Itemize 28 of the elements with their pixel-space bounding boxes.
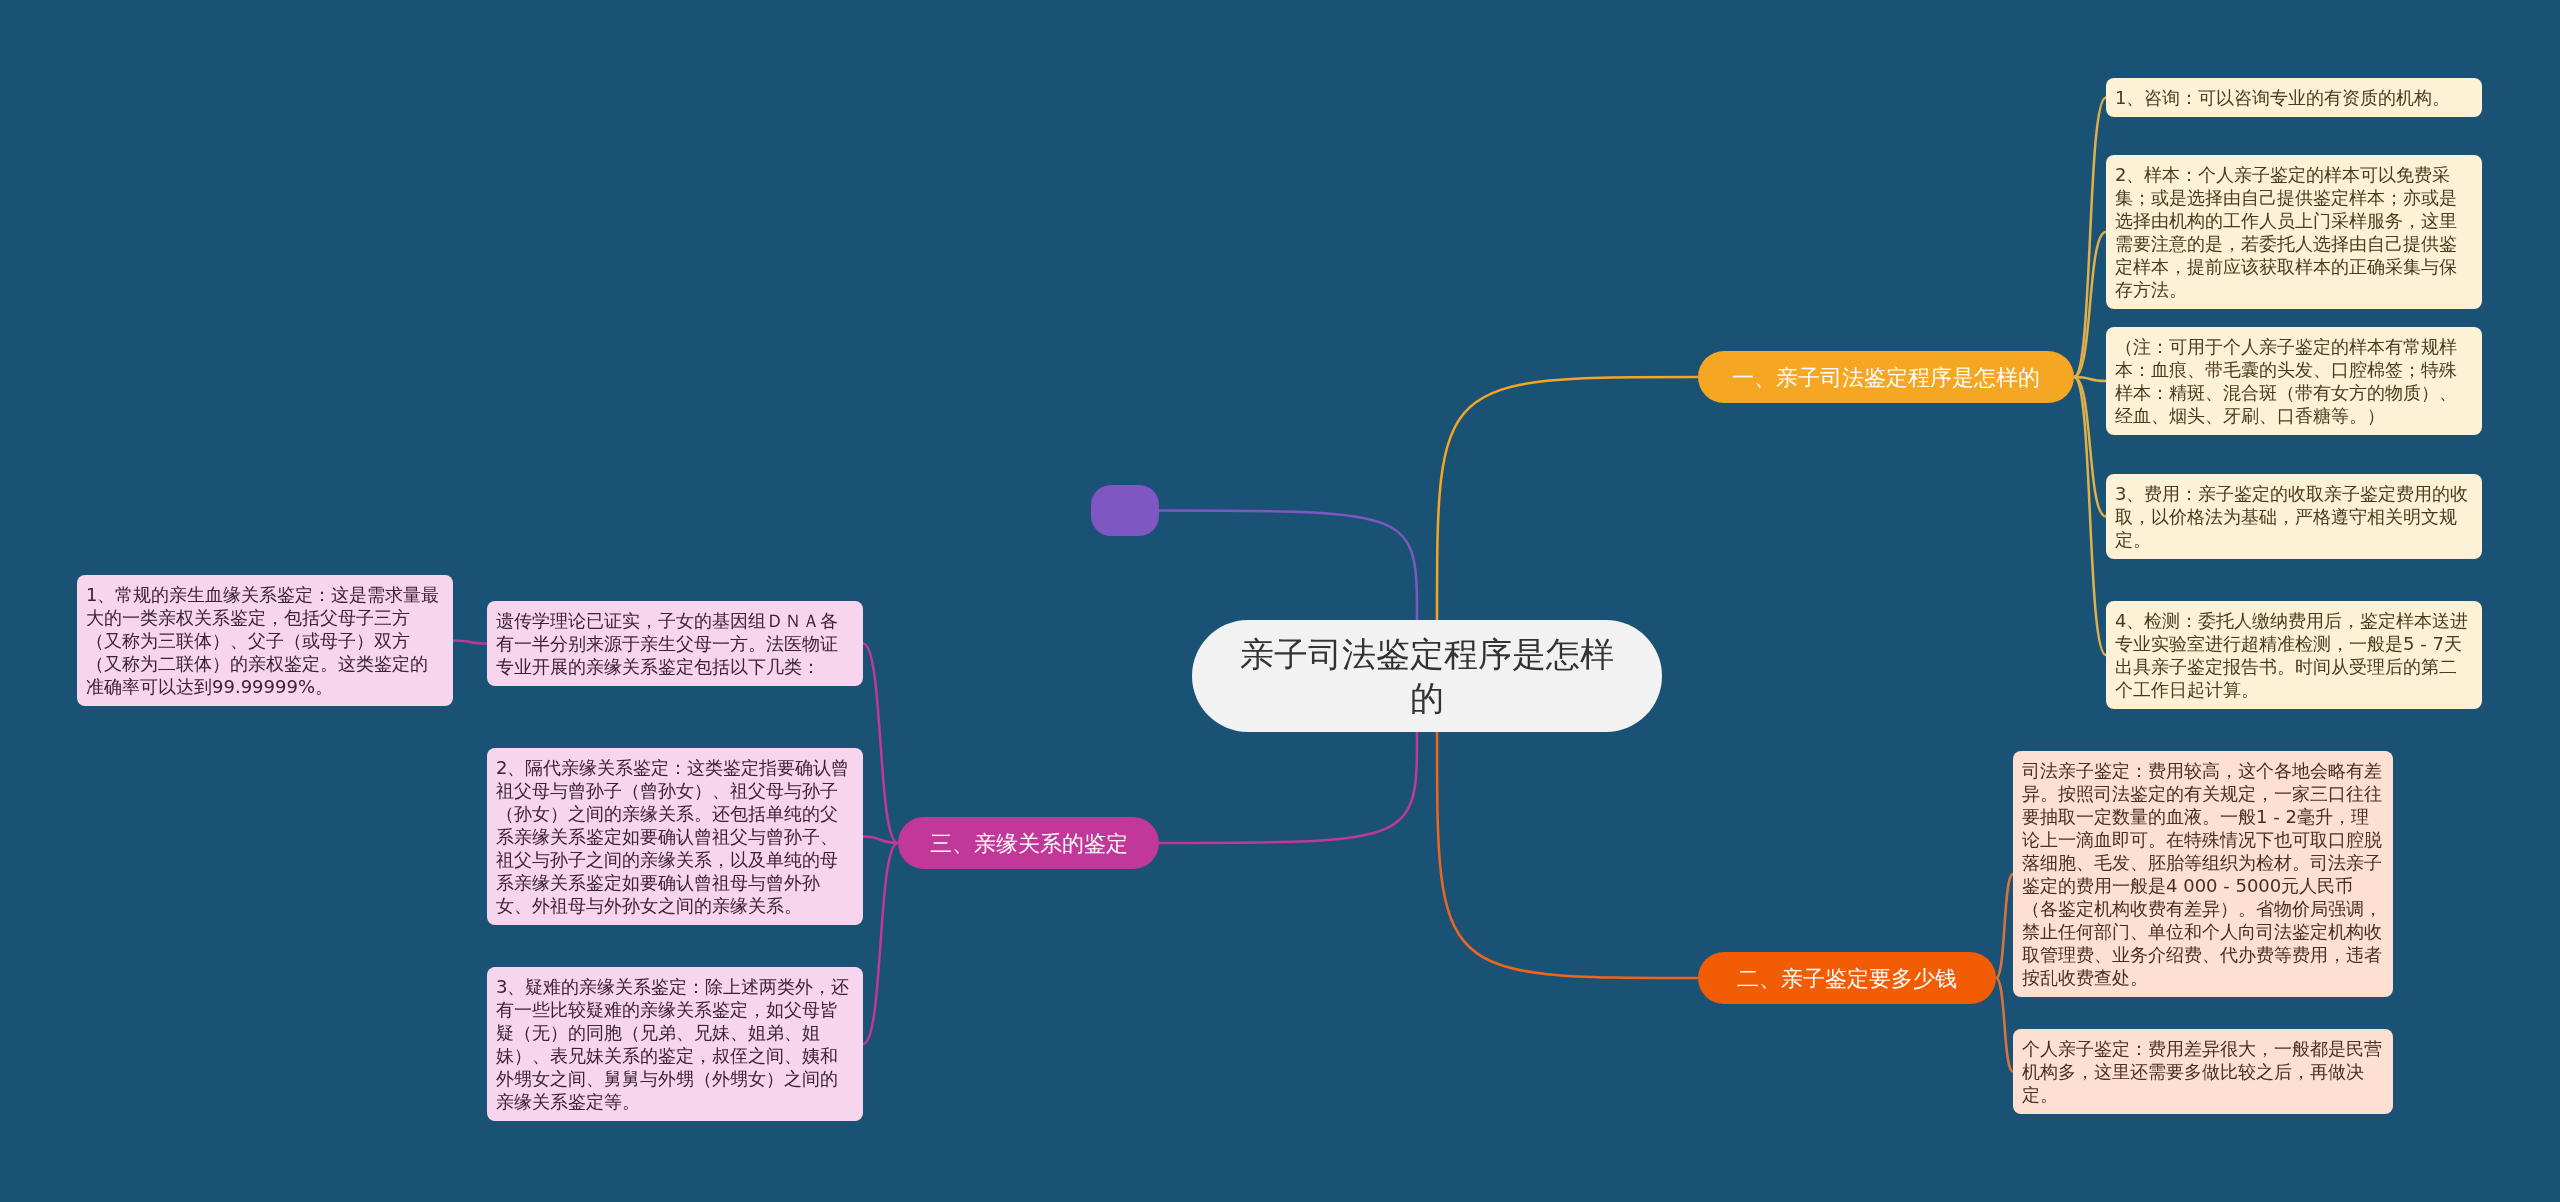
note-card: 3、疑难的亲缘关系鉴定：除上述两类外，还有一些比较疑难的亲缘关系鉴定，如父母皆疑（无）的同胞（兄弟、兄妹、姐弟、姐妹）、表兄妹关系的鉴定，叔侄之间、姨和外甥女之间、舅舅与外甥（外甥女）之间的亲缘关系鉴定等。 xyxy=(487,967,863,1121)
branch-topic: 一、亲子司法鉴定程序是怎样的 xyxy=(1698,351,2074,403)
branch-topic: 二、亲子鉴定要多少钱 xyxy=(1698,952,1996,1004)
note-card: 个人亲子鉴定：费用差异很大，一般都是民营机构多，这里还需要多做比较之后，再做决定。 xyxy=(2013,1029,2393,1114)
note-card: 2、样本：个人亲子鉴定的样本可以免费采集；或是选择由自己提供鉴定样本；亦或是选择由机构的工作人员上门采样服务，这里需要注意的是，若委托人选择由自己提供鉴定样本，提前应该获取样本的正确采集与保存方法。 xyxy=(2106,155,2482,309)
connector-line xyxy=(1995,873,2014,979)
note-card: 2、隔代亲缘关系鉴定：这类鉴定指要确认曾祖父母与曾孙子（曾孙女）、祖父母与孙子（孙女）之间的亲缘关系。还包括单纯的父系亲缘关系鉴定如要确认曾祖父与曾孙子、祖父与孙子之间的亲缘关系，以及单纯的母系亲缘关系鉴定如要确认曾祖母与曾外孙女、外祖母与外孙女之间的亲缘关系。 xyxy=(487,748,863,925)
connector-line xyxy=(1435,732,1698,980)
connector-line xyxy=(862,642,899,844)
note-card: 1、咨询：可以咨询专业的有资质的机构。 xyxy=(2106,78,2482,117)
connector-line xyxy=(453,639,487,645)
empty-topic xyxy=(1091,485,1159,536)
note-card: （注：可用于个人亲子鉴定的样本有常规样本：血痕、带毛囊的头发、口腔棉签；特殊样本：精斑、混合斑（带有女方的物质）、经血、烟头、牙刷、口香糖等。） xyxy=(2106,327,2482,435)
connector-line xyxy=(1435,375,1698,620)
connector-line xyxy=(862,835,899,845)
note-card: 4、检测：委托人缴纳费用后，鉴定样本送进专业实验室进行超精准检测，一般是5 - 7天出具亲子鉴定报告书。时间从受理后的第二个工作日起计算。 xyxy=(2106,601,2482,709)
note-card: 司法亲子鉴定：费用较高，这个各地会略有差异。按照司法鉴定的有关规定，一家三口往往要抽取一定数量的血液。一般1 - 2毫升，理论上一滴血即可。在特殊情况下也可取口腔脱落细胞、毛发、胚胎等组织为检材。司法亲子鉴定的费用一般是4 000 - 5000元人民币（各鉴定机构收费有差异）。省物价局强调，禁止任何部门、单位和个人向司法鉴定机构收取管理费、业务介绍费、代办费等费用，违者按乱收费查处。 xyxy=(2013,751,2393,997)
note-card: 3、费用：亲子鉴定的收取亲子鉴定费用的收取，以价格法为基础，严格遵守相关明文规定。 xyxy=(2106,474,2482,559)
connector-line xyxy=(2073,96,2107,378)
connector-line xyxy=(1995,977,2014,1073)
connector-line xyxy=(862,842,899,1045)
note-card: 遗传学理论已证实，子女的基因组ＤＮＡ各有一半分别来源于亲生父母一方。法医物证专业开展的亲缘关系鉴定包括以下几类： xyxy=(487,601,863,686)
connector-line xyxy=(1159,732,1419,845)
central-topic: 亲子司法鉴定程序是怎样的 xyxy=(1192,620,1662,732)
connector-line xyxy=(1159,509,1419,620)
note-card: 1、常规的亲生血缘关系鉴定：这是需求量最大的一类亲权关系鉴定，包括父母子三方（又称为三联体）、父子（或母子）双方（又称为二联体）的亲权鉴定。这类鉴定的准确率可以达到99.99999%。 xyxy=(77,575,453,706)
branch-topic: 三、亲缘关系的鉴定 xyxy=(898,817,1159,869)
connector-line xyxy=(2073,376,2107,656)
